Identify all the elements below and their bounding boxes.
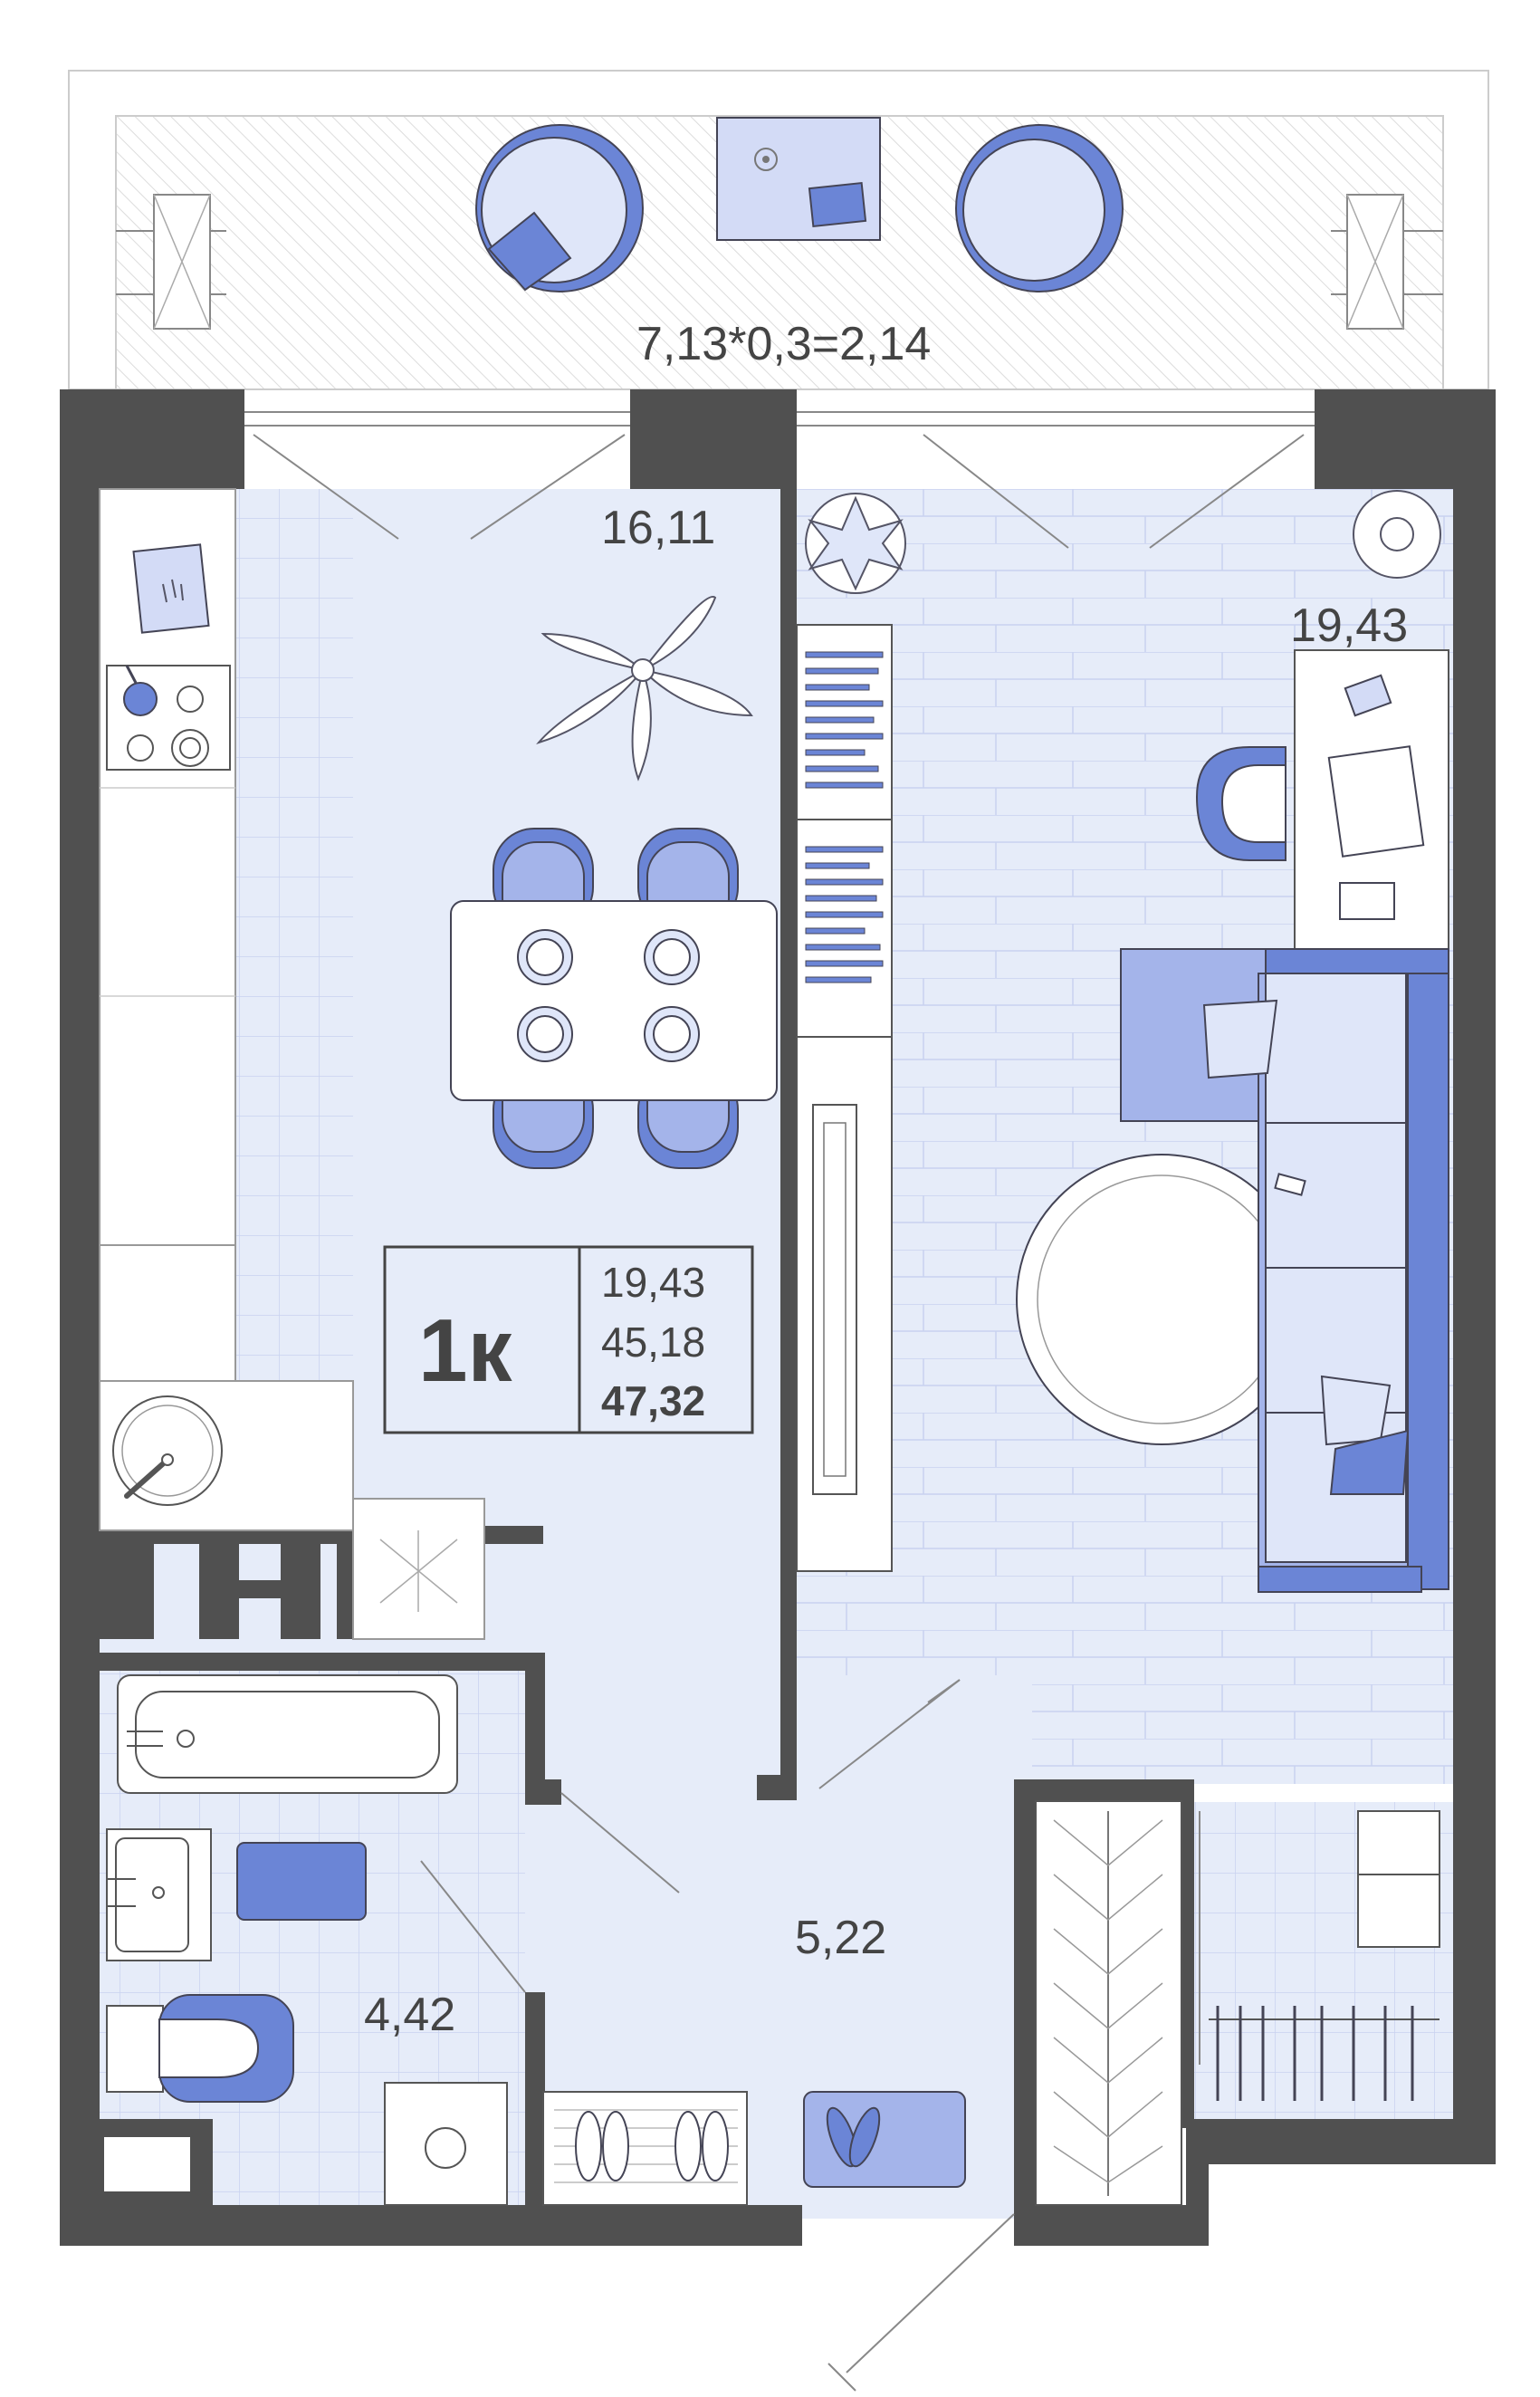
living-window [797,411,1315,549]
plant-icon [536,596,753,781]
info-usable-area: 45,18 [601,1318,705,1366]
kitchen-window [244,411,630,540]
balcony-cabinet-left [116,194,226,330]
hall-area-label: 5,22 [795,1912,886,1964]
bathroom-sink-icon [106,1828,212,1961]
bathtub [117,1674,458,1794]
living-plant-icon [805,493,906,594]
info-box: 1к 19,43 45,18 47,32 [383,1245,754,1434]
info-total-area: 47,32 [601,1377,705,1424]
bath-mat [236,1842,367,1921]
walls [60,389,1496,2246]
stove-icon [106,665,231,771]
balcony-armchair-left [475,124,644,292]
floor-lamp-icon [1353,490,1441,579]
closet-shelves [1209,1810,1440,2101]
balcony-armchair-right [955,124,1124,292]
shaft [104,2137,190,2191]
bathroom-door [420,1792,680,1993]
cutting-board [132,543,210,634]
balcony-cabinet-right [1331,194,1443,330]
balcony-area-label: 7,13*0,3=2,14 [636,318,931,370]
entrance-door [827,2213,1015,2392]
corner-sofa [1120,948,1449,1593]
bathroom-area-label: 4,42 [364,1989,455,2041]
washing-machine-icon [384,2082,508,2206]
balcony-table [716,117,881,241]
balcony [68,70,1489,390]
living-area-label: 19,43 [1290,599,1408,652]
desk-chair-icon [1195,746,1287,861]
bookshelf [796,624,893,1572]
desk [1294,649,1449,950]
dining-set [450,828,778,1169]
apartment-type: 1к [418,1300,513,1400]
wardrobe [1035,1800,1182,2206]
info-living-area: 19,43 [601,1259,705,1306]
toilet-icon [106,1994,294,2103]
kitchen-area-label: 16,11 [601,502,715,554]
living-door [818,1679,961,1789]
kitchen-sink-icon [112,1395,223,1506]
door-mat [803,2091,966,2188]
shoe-rack [542,2091,748,2206]
